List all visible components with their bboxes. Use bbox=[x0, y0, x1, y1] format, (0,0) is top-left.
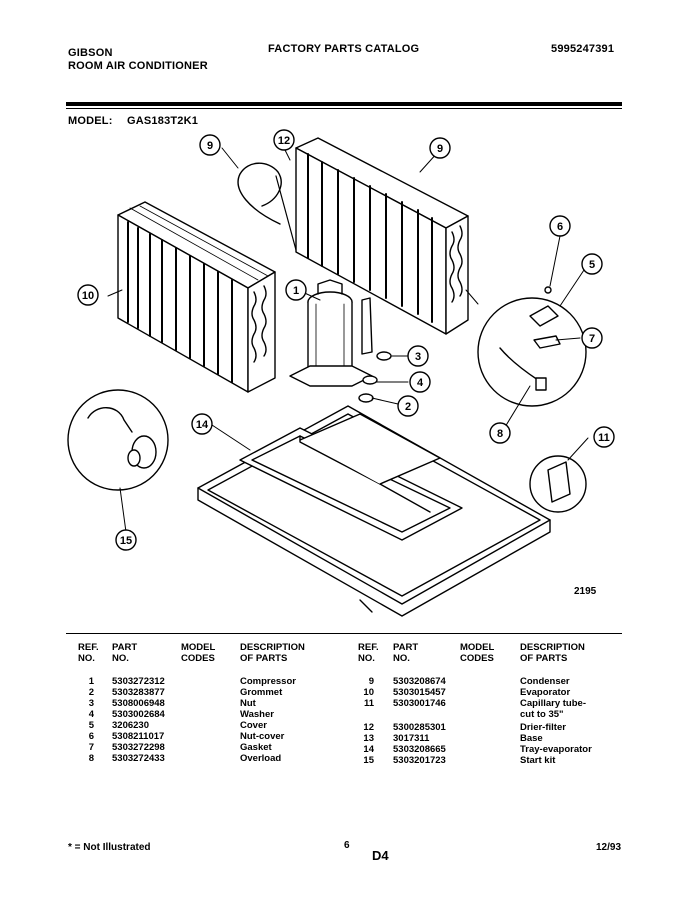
svg-text:5: 5 bbox=[589, 259, 595, 271]
svg-text:15: 15 bbox=[120, 535, 132, 547]
model-label: MODEL: bbox=[68, 115, 113, 127]
callout-15: 15 bbox=[115, 529, 137, 551]
catalog-title: FACTORY PARTS CATALOG bbox=[268, 43, 420, 55]
callout-4: 4 bbox=[409, 371, 431, 393]
callout-3: 3 bbox=[407, 345, 429, 367]
callout-8: 8 bbox=[489, 422, 511, 444]
callout-12: 12 bbox=[273, 129, 295, 151]
evaporator-tray bbox=[239, 413, 463, 541]
condenser-coil bbox=[295, 137, 469, 335]
evaporator-coil bbox=[117, 201, 276, 393]
callout-7: 7 bbox=[581, 327, 603, 349]
capillary-tube bbox=[237, 162, 282, 225]
svg-text:1: 1 bbox=[293, 285, 299, 297]
callout-11-right: 11 bbox=[593, 426, 615, 448]
model-number: GAS183T2K1 bbox=[127, 115, 199, 127]
callout-1: 1 bbox=[285, 279, 307, 301]
figure-number: 2195 bbox=[574, 586, 597, 597]
svg-text:4: 4 bbox=[417, 377, 424, 389]
brand-name: GIBSON bbox=[68, 47, 113, 59]
revision-date: 12/93 bbox=[596, 842, 622, 853]
callout-14: 14 bbox=[191, 413, 213, 435]
svg-text:9: 9 bbox=[437, 143, 443, 155]
col-ref-left: REF.NO. bbox=[78, 642, 99, 664]
page-number: 6 bbox=[344, 840, 350, 851]
section-label: D4 bbox=[372, 848, 389, 863]
product-name: ROOM AIR CONDITIONER bbox=[68, 60, 208, 72]
not-illustrated-note: * = Not Illustrated bbox=[68, 842, 151, 853]
detail-circle-start-kit bbox=[67, 389, 169, 491]
svg-text:7: 7 bbox=[589, 333, 595, 345]
header-rule-thin bbox=[66, 108, 622, 109]
catalog-number: 5995247391 bbox=[551, 43, 615, 55]
callout-5: 5 bbox=[581, 253, 603, 275]
svg-text:8: 8 bbox=[497, 428, 503, 440]
exploded-parts-diagram: 9 12 99 10 1 6 5 7 3 4 2 8 14 11 15 2195 bbox=[67, 129, 615, 617]
svg-text:2: 2 bbox=[405, 401, 411, 413]
header-rule bbox=[66, 102, 622, 106]
svg-text:12: 12 bbox=[278, 135, 290, 147]
callout-9: 99 bbox=[429, 137, 451, 159]
svg-text:14: 14 bbox=[196, 419, 209, 431]
table-rule bbox=[66, 633, 622, 634]
svg-text:6: 6 bbox=[557, 221, 563, 233]
svg-text:3: 3 bbox=[415, 351, 421, 363]
svg-text:9: 9 bbox=[207, 140, 213, 152]
callout-10: 10 bbox=[77, 284, 99, 306]
callout-6: 6 bbox=[549, 215, 571, 237]
callout-11-top: 9 bbox=[199, 134, 221, 156]
callout-2: 2 bbox=[397, 395, 419, 417]
col-ref-right: REF.NO. bbox=[358, 642, 379, 664]
svg-text:10: 10 bbox=[82, 290, 94, 302]
svg-text:11: 11 bbox=[598, 432, 610, 444]
detail-circle-overload bbox=[477, 297, 587, 407]
